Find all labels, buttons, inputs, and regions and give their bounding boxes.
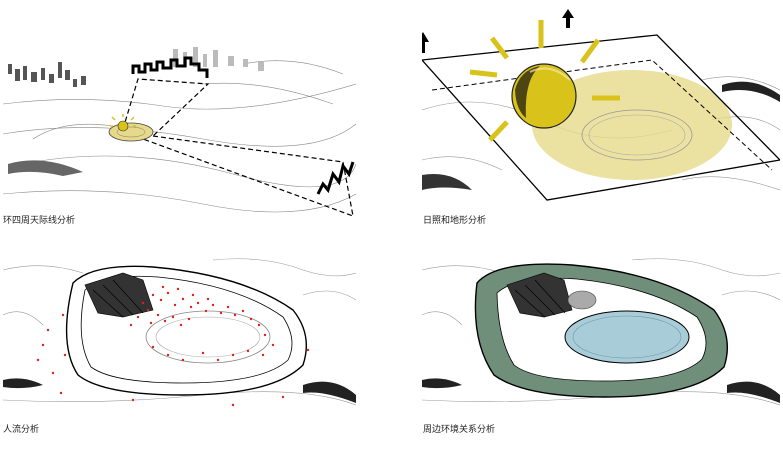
hatched-hall (84, 272, 154, 318)
skyline-analysis-panel (3, 44, 356, 220)
caption-pedestrian-flow: 人流分析 (3, 425, 40, 435)
sunlight-terrain-drawing (422, 9, 780, 201)
sunlight-terrain-panel (422, 0, 780, 220)
caption-skyline: 环四周天际线分析 (3, 216, 76, 226)
caption-surroundings: 周边环境关系分析 (423, 425, 496, 435)
surroundings-drawing (422, 258, 780, 406)
pedestrian-flow-panel (3, 255, 356, 415)
person-marker-icon (36, 285, 310, 407)
north-arrow-icon (562, 9, 574, 28)
surroundings-panel (422, 255, 780, 415)
skyline-analysis-drawing (3, 47, 356, 217)
skyline-silhouette (131, 56, 209, 78)
sun-halo (532, 70, 732, 180)
pedestrian-flow-drawing (3, 258, 356, 407)
sight-lines (122, 78, 354, 217)
water-body (564, 310, 690, 364)
hatched-hall (506, 272, 573, 318)
city-blocks (8, 62, 86, 87)
north-arrow-icon (422, 32, 429, 53)
caption-sunlight: 日照和地形分析 (423, 216, 487, 226)
sun-icon (469, 20, 620, 142)
sun-icon (110, 114, 136, 132)
terrain-plane (422, 34, 780, 201)
